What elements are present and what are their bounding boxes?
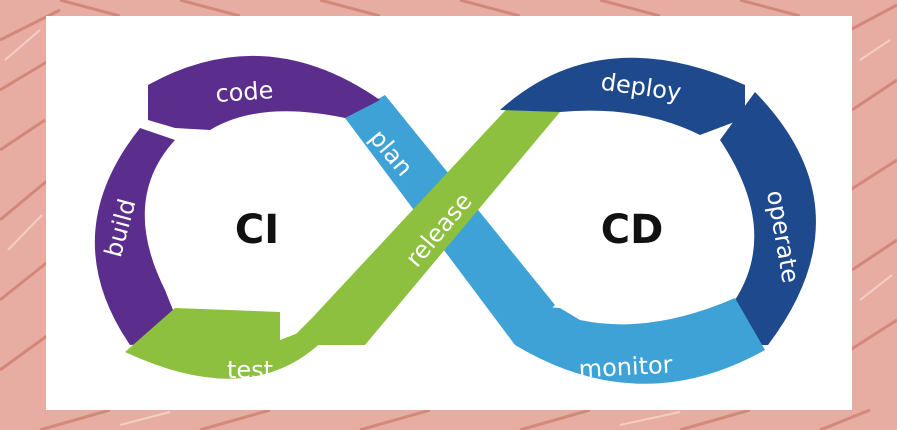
cd-label: CD xyxy=(601,207,664,253)
stage-label-monitor: monitor xyxy=(578,351,673,384)
test-segment xyxy=(125,308,345,379)
stage-label-test: test xyxy=(227,356,273,384)
monitor-segment xyxy=(515,298,765,384)
deploy-segment xyxy=(500,57,745,135)
code-segment xyxy=(148,55,380,130)
operate-segment xyxy=(720,92,816,345)
stage-label-code: code xyxy=(215,76,275,108)
release-band xyxy=(285,100,560,345)
ci-label: CI xyxy=(235,207,279,253)
build-segment xyxy=(94,128,185,345)
